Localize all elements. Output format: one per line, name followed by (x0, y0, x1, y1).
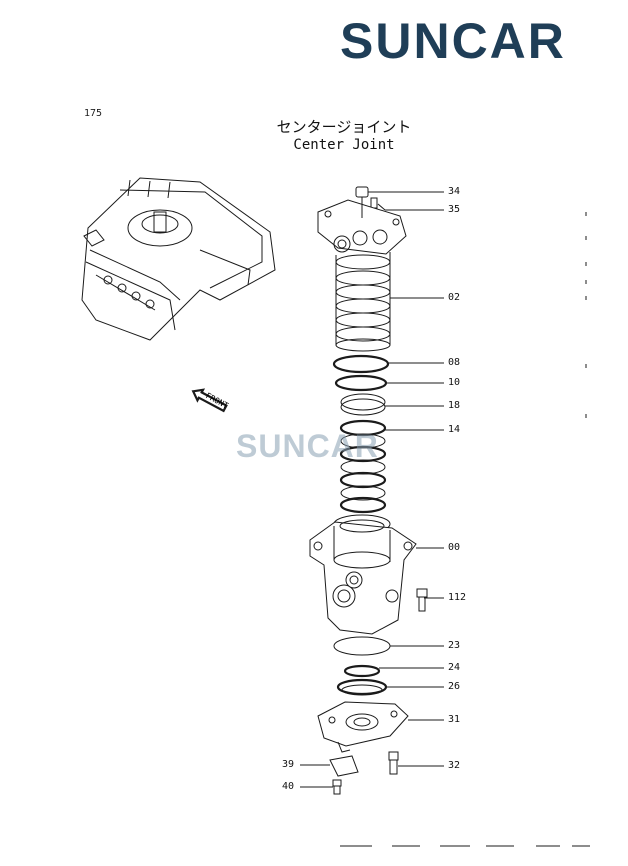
part-label-40: 40 (282, 781, 295, 792)
part-label-26: 26 (448, 681, 461, 692)
part-label-35: 35 (448, 204, 461, 215)
part-label-39: 39 (282, 759, 295, 770)
part-label-34: 34 (448, 186, 461, 197)
swivel-head (317, 186, 407, 255)
part-label-14: 14 (448, 424, 461, 435)
edge-marks (340, 212, 590, 847)
part-label-10: 10 (448, 377, 461, 388)
part-label-112: 112 (448, 592, 467, 603)
spindle (335, 252, 391, 352)
page-number: 175 (84, 108, 103, 119)
suncar-watermark: SUNCAR (236, 428, 379, 464)
bolt-112 (416, 588, 428, 612)
bolt-32 (388, 751, 399, 775)
bolt-40 (332, 779, 342, 795)
joint-body (309, 514, 417, 635)
lock-plate-39 (329, 755, 359, 777)
lower-seals (333, 636, 391, 696)
front-direction-marker (191, 388, 228, 413)
suncar-logo: SUNCAR (340, 13, 566, 69)
title-japanese: センタージョイント (276, 118, 412, 136)
part-label-24: 24 (448, 662, 461, 673)
part-label-23: 23 (448, 640, 461, 651)
part-label-31: 31 (448, 714, 461, 725)
part-label-02: 02 (448, 292, 461, 303)
cover-plate (317, 701, 409, 753)
part-label-18: 18 (448, 400, 461, 411)
title-english: Center Joint (293, 137, 395, 153)
part-label-00: 00 (448, 542, 461, 553)
undercarriage-illustration (81, 177, 276, 341)
leader-lines (300, 191, 444, 788)
part-label-32: 32 (448, 760, 461, 771)
part-label-08: 08 (448, 357, 461, 368)
